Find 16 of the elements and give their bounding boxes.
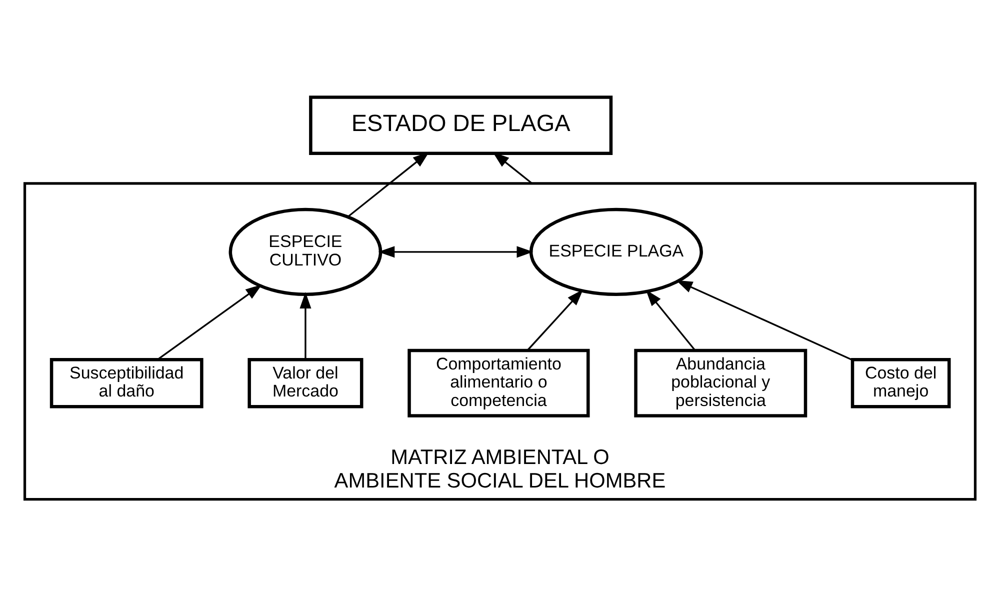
arrow xyxy=(676,280,852,360)
arrow xyxy=(300,292,312,360)
node-ellipse: ESPECIE CULTIVO xyxy=(228,208,382,296)
arrow xyxy=(646,290,696,351)
node-box: ESTADO DE PLAGA xyxy=(309,96,613,155)
node-box: Susceptibilidad al daño xyxy=(50,358,204,408)
arrow xyxy=(347,152,430,218)
node-box: Comportamiento alimentario o competencia xyxy=(408,348,590,418)
arrow xyxy=(492,152,533,184)
arrow xyxy=(378,246,534,258)
node-ellipse: ESPECIE PLAGA xyxy=(529,208,703,296)
node-box: Abundancia poblacional y persistencia xyxy=(634,348,808,418)
arrow xyxy=(526,289,584,351)
node-box: Costo del manejo xyxy=(850,358,951,408)
arrow xyxy=(157,284,262,360)
node-box: Valor del Mercado xyxy=(248,358,364,408)
